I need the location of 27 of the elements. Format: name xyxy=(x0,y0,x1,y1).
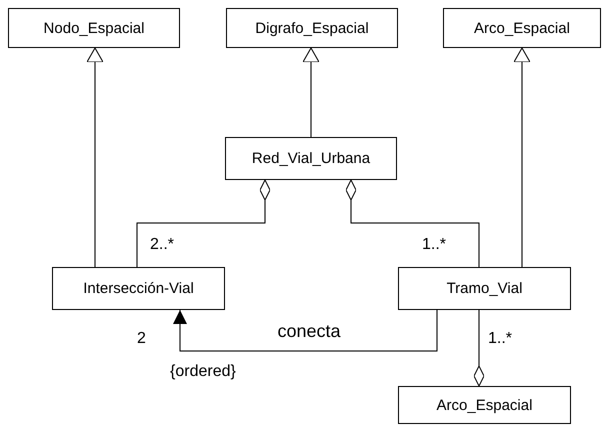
class-name: Nodo_Espacial xyxy=(44,20,144,36)
class-box xyxy=(8,8,180,48)
class-box xyxy=(398,386,571,424)
class-box xyxy=(225,137,397,180)
aggregation-line xyxy=(346,180,480,268)
class-box xyxy=(52,267,225,310)
class-name: Arco_Espacial xyxy=(474,20,570,36)
aggregation-line xyxy=(136,180,270,268)
class-box xyxy=(226,8,398,48)
constraint-label: {ordered} xyxy=(170,364,236,380)
multiplicity: 1..* xyxy=(422,237,446,253)
class-name: Red_Vial_Urbana xyxy=(252,150,370,167)
arrow xyxy=(173,310,438,352)
edge-label: conecta xyxy=(277,322,341,340)
arrow xyxy=(86,48,104,268)
class-name: Tramo_Vial xyxy=(446,280,522,297)
aggregation-line xyxy=(474,310,484,386)
multiplicity: 2 xyxy=(137,331,146,347)
multiplicity: 1..* xyxy=(488,331,512,347)
arrow xyxy=(302,48,320,138)
multiplicity: 2..* xyxy=(150,237,174,253)
class-box xyxy=(398,267,571,310)
class-name: Intersección-Vial xyxy=(83,280,194,297)
class-name: Digrafo_Espacial xyxy=(255,20,369,36)
class-name: Arco_Espacial xyxy=(436,396,532,414)
class-box xyxy=(443,8,601,48)
arrow xyxy=(514,48,530,268)
